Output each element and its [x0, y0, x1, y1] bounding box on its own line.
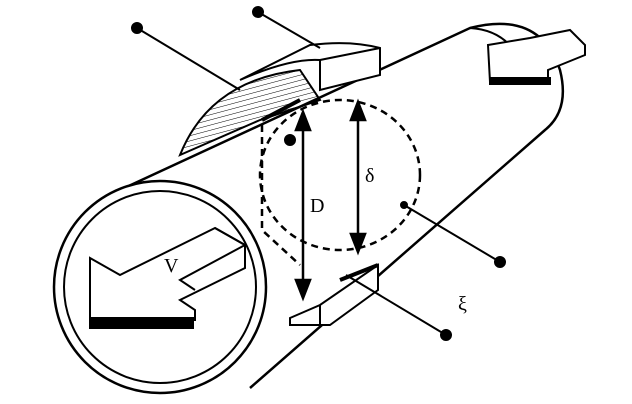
leader-lines — [131, 6, 506, 341]
top-sensor — [178, 42, 381, 157]
leader-dot-4 — [494, 256, 506, 268]
flow-arrow-front — [89, 226, 248, 329]
pipe-diameter-arrow — [294, 108, 312, 302]
leader-dot-2 — [252, 6, 264, 18]
flow-arrow-back — [486, 28, 586, 85]
pipe-diameter-label: D — [310, 195, 324, 217]
leader-line-4 — [403, 204, 501, 263]
leader-dot-4a — [400, 201, 408, 209]
leader-line-2 — [257, 11, 321, 49]
leader-dot-1 — [131, 22, 143, 34]
sensor-diameter-label: δ — [365, 165, 374, 187]
gap-label: ξ — [458, 293, 467, 315]
measurement-zone — [258, 98, 422, 266]
leader-dot-5 — [440, 329, 452, 341]
leader-line-5 — [345, 274, 447, 336]
leader-line-1 — [136, 27, 241, 91]
velocity-label: V — [164, 255, 179, 277]
leader-dot-3 — [284, 134, 296, 146]
bottom-sensor — [289, 263, 379, 326]
sensor-diameter-arrow — [349, 98, 367, 256]
